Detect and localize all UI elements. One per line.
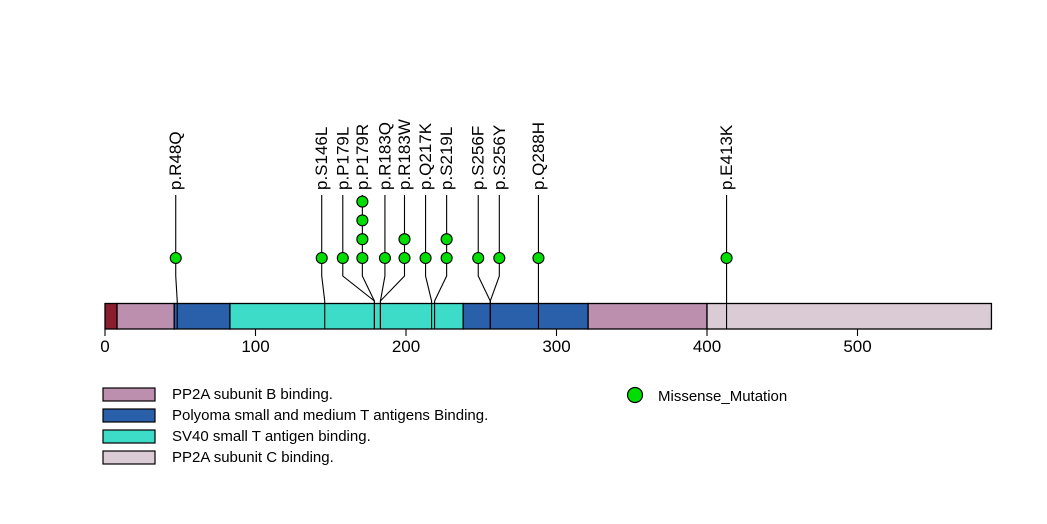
- mutation-circle: [336, 251, 349, 265]
- mutation-circle: [720, 251, 733, 265]
- mutation-label: p.P179R: [353, 124, 372, 190]
- legend-label-sv40: SV40 small T antigen binding.: [172, 428, 371, 445]
- legend-swatch-pp2a-b: [102, 387, 156, 402]
- domain-segment: [104, 302, 118, 330]
- legend-label-pp2a-b: PP2A subunit B binding.: [172, 386, 333, 403]
- legend-swatch-polyoma: [102, 408, 156, 423]
- mutation-label: p.S256Y: [490, 125, 509, 190]
- mutation-label: p.S146L: [312, 127, 331, 190]
- mutation-label: p.S219L: [437, 127, 456, 190]
- mutation-label: p.R48Q: [166, 131, 185, 190]
- lollipop-stem: [175, 195, 178, 329]
- domain-segment: [706, 302, 993, 330]
- mutation-circles: [169, 195, 733, 265]
- legend-missense-dot: [626, 386, 644, 404]
- legend-swatch-pp2a-c: [102, 450, 156, 465]
- mutation-circle: [378, 251, 391, 265]
- mutation-label: p.S256F: [469, 126, 488, 190]
- domain-segment: [587, 302, 708, 330]
- mutation-circle: [315, 251, 328, 265]
- legend-label-pp2a-c: PP2A subunit C binding.: [172, 449, 334, 466]
- mutation-circle: [398, 233, 411, 246]
- mutation-circle: [472, 251, 485, 265]
- legend-label-polyoma: Polyoma small and medium T antigens Bind…: [172, 407, 488, 424]
- mutation-circle: [169, 251, 182, 265]
- x-axis: 0 100 200 300 400 500: [100, 329, 872, 356]
- mutation-label: p.E413K: [717, 124, 736, 190]
- mutation-circle: [356, 195, 369, 208]
- lollipop-stem: [489, 195, 500, 329]
- legend: PP2A subunit B binding. Polyoma small an…: [102, 386, 787, 466]
- legend-missense-label: Missense_Mutation: [658, 388, 787, 405]
- axis-tick-label: 500: [843, 337, 871, 356]
- lollipop-stem: [321, 195, 326, 329]
- axis-tick-label: 200: [392, 337, 420, 356]
- domain-segment: [116, 302, 175, 330]
- mutation-circle: [398, 251, 411, 265]
- domain-segment: [462, 302, 589, 330]
- axis-tick-label: 300: [542, 337, 570, 356]
- mutation-circle: [532, 251, 545, 265]
- lollipop-stem: [425, 195, 433, 329]
- mutation-circle: [356, 214, 369, 227]
- domain-segment: [229, 302, 464, 330]
- mutation-circle: [440, 251, 453, 265]
- mutation-circle: [440, 233, 453, 246]
- mutation-label: p.Q288H: [529, 122, 548, 190]
- mutation-circle: [356, 251, 369, 265]
- mutation-circle: [493, 251, 506, 265]
- axis-tick-label: 100: [241, 337, 269, 356]
- mutation-label: p.R183W: [395, 119, 414, 190]
- axis-tick-label: 400: [693, 337, 721, 356]
- domain-bar: [104, 302, 993, 330]
- domain-segment: [173, 302, 231, 330]
- mutation-label: p.P179L: [333, 127, 352, 190]
- axis-tick-label: 0: [100, 337, 109, 356]
- mutation-circle: [356, 233, 369, 246]
- legend-swatch-sv40: [102, 429, 156, 444]
- mutation-label: p.Q217K: [416, 122, 435, 190]
- mutation-label: p.R183Q: [375, 122, 394, 190]
- mutation-circle: [419, 251, 432, 265]
